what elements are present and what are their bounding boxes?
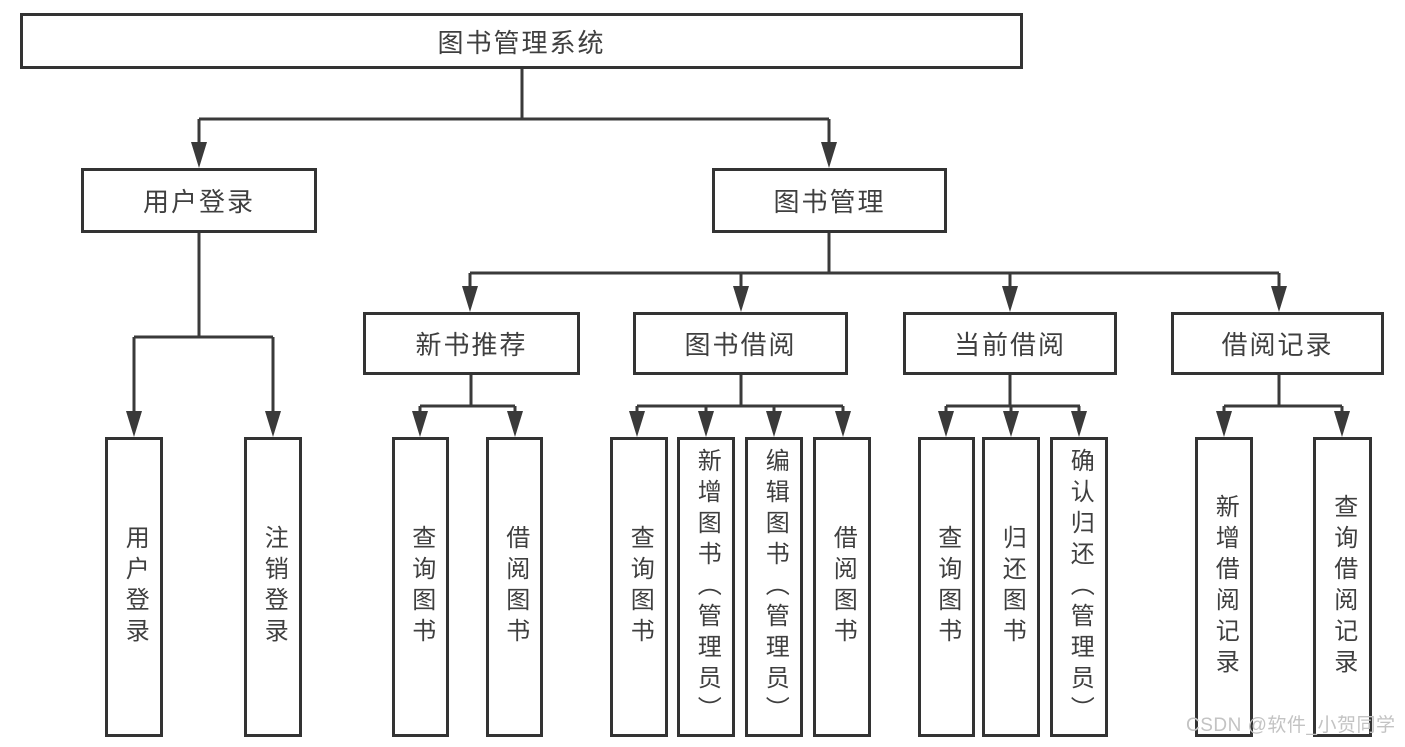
node-new-book-recommend-label: 新书推荐 (415, 330, 528, 360)
node-user-login-branch-label: 用户登录 (142, 187, 255, 217)
leaf-add-books-admin: 新增图书（管理员） (677, 437, 735, 737)
leaf-add-borrow-record-label: 新增借阅记录 (1211, 494, 1239, 680)
node-book-management-branch: 图书管理 (712, 168, 947, 233)
node-borrow-records: 借阅记录 (1171, 312, 1384, 375)
node-current-borrow-label: 当前借阅 (953, 330, 1066, 360)
node-root: 图书管理系统 (20, 13, 1023, 69)
leaf-borrow-query-books-label: 查询图书 (626, 525, 654, 649)
node-borrow-records-label: 借阅记录 (1221, 330, 1334, 360)
csdn-watermark: CSDN @软件_小贺同学 (1186, 715, 1396, 736)
leaf-borrow-books-label: 借阅图书 (829, 525, 857, 649)
connector-borrow-section (635, 375, 845, 416)
leaf-user-login: 用户登录 (105, 437, 163, 737)
leaf-confirm-return-admin: 确认归还（管理员） (1050, 437, 1108, 737)
node-root-label: 图书管理系统 (437, 27, 606, 58)
node-book-borrow: 图书借阅 (633, 312, 848, 375)
leaf-edit-books-admin-label: 编辑图书（管理员） (761, 447, 789, 727)
connector-current-section (944, 375, 1081, 416)
leaf-borrow-books: 借阅图书 (813, 437, 871, 737)
leaf-return-books: 归还图书 (982, 437, 1040, 737)
connector-book-to-sections (468, 232, 1281, 291)
leaf-recommend-query-books: 查询图书 (392, 437, 449, 737)
leaf-current-query-books: 查询图书 (918, 437, 975, 737)
leaf-recommend-borrow-books-label: 借阅图书 (501, 525, 529, 649)
leaf-current-query-books-label: 查询图书 (933, 525, 961, 649)
leaf-recommend-query-books-label: 查询图书 (407, 525, 435, 649)
node-book-management-branch-label: 图书管理 (773, 187, 886, 217)
connector-root-to-level1 (197, 69, 831, 148)
connector-records-section (1222, 375, 1344, 416)
leaf-add-borrow-record: 新增借阅记录 (1195, 437, 1253, 737)
leaf-logout-label: 注销登录 (260, 525, 288, 649)
connector-new-book-section (418, 375, 517, 416)
leaf-logout: 注销登录 (244, 437, 302, 737)
leaf-user-login-label: 用户登录 (121, 525, 149, 649)
node-book-borrow-label: 图书借阅 (684, 330, 797, 360)
leaf-query-borrow-record-label: 查询借阅记录 (1329, 494, 1357, 680)
leaf-recommend-borrow-books: 借阅图书 (486, 437, 543, 737)
connector-user-branch (132, 233, 275, 416)
leaf-borrow-query-books: 查询图书 (610, 437, 668, 737)
node-user-login-branch: 用户登录 (81, 168, 317, 233)
leaf-query-borrow-record: 查询借阅记录 (1313, 437, 1372, 737)
leaf-confirm-return-admin-label: 确认归还（管理员） (1066, 447, 1094, 727)
leaf-add-books-admin-label: 新增图书（管理员） (693, 447, 721, 727)
node-new-book-recommend: 新书推荐 (363, 312, 580, 375)
leaf-return-books-label: 归还图书 (998, 525, 1026, 649)
node-current-borrow: 当前借阅 (903, 312, 1117, 375)
arrowheads (126, 142, 1350, 437)
leaf-edit-books-admin: 编辑图书（管理员） (745, 437, 803, 737)
